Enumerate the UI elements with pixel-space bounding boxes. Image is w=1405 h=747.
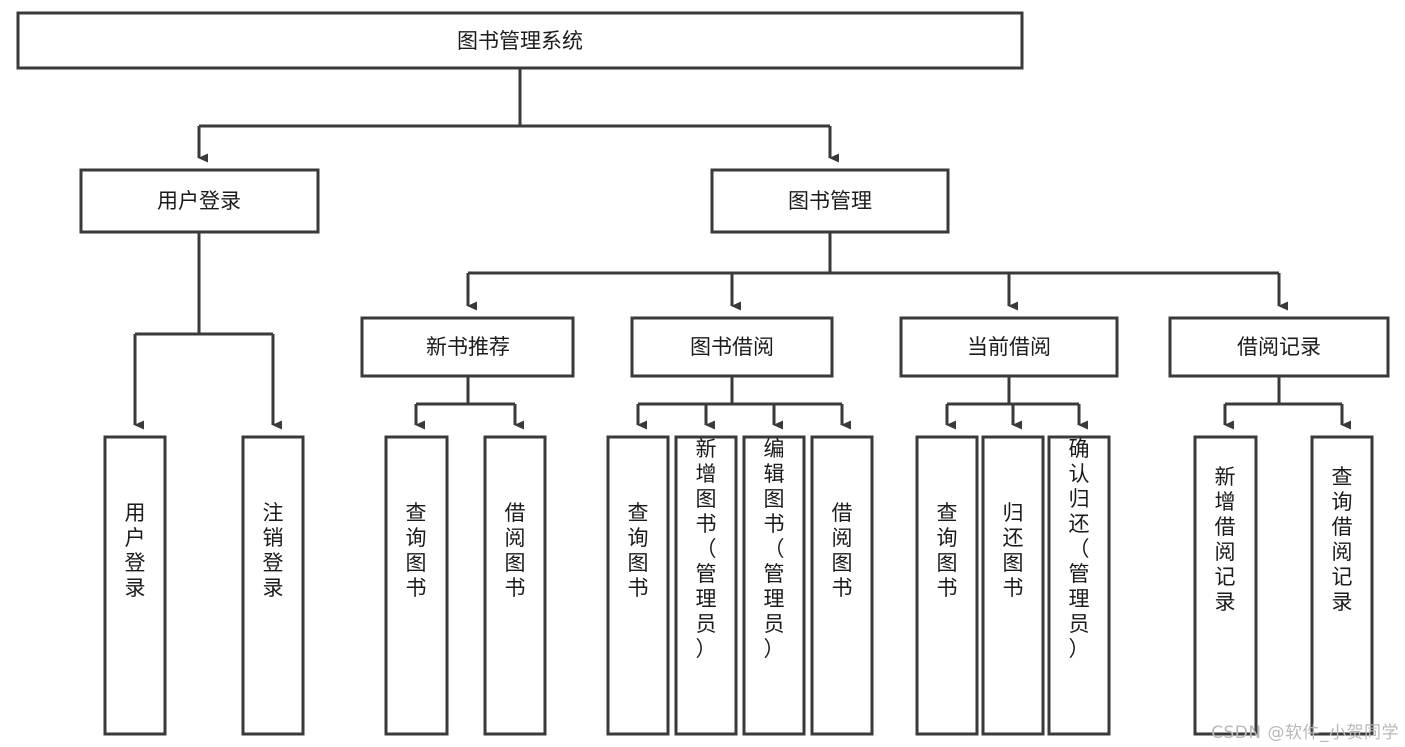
leaf-borrow-edit-book[interactable]: 编辑图书（管理员）	[742, 435, 806, 736]
leaf-current-confirm-return[interactable]: 确认归还（管理员）	[1047, 435, 1111, 736]
leaf-borrow-add-book-label: 新增图书（管理员）	[696, 437, 717, 661]
leaf-borrow-edit-book-label: 编辑图书（管理员）	[764, 437, 785, 661]
node-book-borrow-label: 图书借阅	[690, 335, 774, 359]
connector-bookmgmt-to-level3	[466, 232, 1288, 311]
leaf-record-query-label: 查询借阅记录	[1332, 465, 1353, 614]
leaf-new-book-borrow-label: 借阅图书	[505, 501, 526, 600]
leaf-borrow-borrow-book-label: 借阅图书	[832, 501, 853, 600]
leaf-current-return-book-label: 归还图书	[1003, 501, 1024, 600]
leaf-record-add[interactable]: 新增借阅记录	[1193, 435, 1258, 736]
leaf-current-return-book[interactable]: 归还图书	[981, 435, 1045, 736]
node-root-label: 图书管理系统	[457, 29, 583, 53]
connector-borrowrecord-to-leaves	[1223, 376, 1351, 430]
leaf-user-login-logout-label: 注销登录	[263, 501, 284, 600]
connector-userlogin-to-leaves	[133, 232, 282, 430]
connector-newbook-to-leaves	[414, 376, 524, 430]
leaf-current-query-book[interactable]: 查询图书	[915, 435, 979, 736]
leaf-current-query-book-label: 查询图书	[937, 501, 958, 600]
connector-root-to-level2	[197, 68, 839, 163]
node-root-system[interactable]: 图书管理系统	[16, 11, 1024, 70]
leaf-record-add-label: 新增借阅记录	[1215, 465, 1236, 614]
node-book-management-label: 图书管理	[788, 189, 872, 213]
watermark-csdn: CSDN @软件_小贺同学	[1211, 723, 1399, 743]
node-book-management[interactable]: 图书管理	[710, 168, 950, 234]
node-user-login[interactable]: 用户登录	[79, 168, 320, 234]
leaf-user-login-logout[interactable]: 注销登录	[241, 435, 305, 736]
leaf-new-book-borrow[interactable]: 借阅图书	[483, 435, 547, 736]
node-current-borrow-label: 当前借阅	[967, 335, 1051, 359]
leaf-current-confirm-return-label: 确认归还（管理员）	[1069, 437, 1090, 661]
node-borrow-record-label: 借阅记录	[1237, 335, 1321, 359]
node-user-login-label: 用户登录	[157, 189, 241, 213]
leaf-borrow-add-book[interactable]: 新增图书（管理员）	[674, 435, 738, 736]
node-borrow-record[interactable]: 借阅记录	[1168, 316, 1390, 378]
leaf-user-login-login-label: 用户登录	[125, 501, 146, 600]
connector-currentborrow-to-leaves	[945, 376, 1088, 430]
leaf-record-query[interactable]: 查询借阅记录	[1310, 435, 1374, 736]
leaf-new-book-query[interactable]: 查询图书	[384, 435, 449, 736]
leaf-borrow-query-book[interactable]: 查询图书	[606, 435, 670, 736]
node-current-borrow[interactable]: 当前借阅	[899, 316, 1119, 378]
node-new-book-recommend[interactable]: 新书推荐	[360, 316, 575, 378]
connector-borrowbook-to-leaves	[636, 376, 851, 430]
leaf-borrow-borrow-book[interactable]: 借阅图书	[810, 435, 874, 736]
node-book-borrow[interactable]: 图书借阅	[630, 316, 834, 378]
leaf-new-book-query-label: 查询图书	[406, 501, 427, 600]
leaf-user-login-login[interactable]: 用户登录	[103, 435, 167, 736]
node-new-book-recommend-label: 新书推荐	[426, 335, 510, 359]
leaf-borrow-query-book-label: 查询图书	[628, 501, 649, 600]
